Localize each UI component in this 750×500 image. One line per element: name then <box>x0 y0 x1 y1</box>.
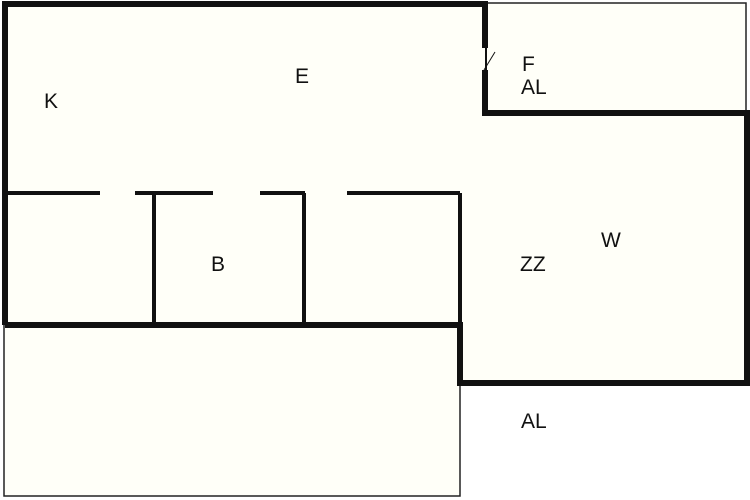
top-and-left-exterior-wall <box>2 1 488 325</box>
room-label-kitchen: K <box>44 90 58 113</box>
bottom-balcony-outline <box>3 325 461 497</box>
bottom-balcony-area <box>4 325 460 496</box>
room-label-living-room: W <box>601 229 621 252</box>
main-floor-area <box>5 5 485 325</box>
room-label-hall: ZZ <box>520 253 546 276</box>
room-label-balcony-bottom: AL <box>521 410 547 433</box>
thin-outlines <box>3 2 747 497</box>
room-label-balcony-top: AL <box>521 76 547 99</box>
interior-walls <box>5 191 462 325</box>
room-labels: K E F AL B W ZZ AL <box>44 53 621 433</box>
floor-areas <box>4 3 747 496</box>
top-right-balcony-area <box>485 3 746 113</box>
living-room-area <box>460 113 747 383</box>
room-label-entrance: E <box>295 65 309 88</box>
room-label-bedroom: B <box>211 253 225 276</box>
wall-opening-symbol <box>483 48 496 71</box>
room-label-small-room: F <box>522 53 535 76</box>
top-right-balcony-outline <box>485 2 747 113</box>
